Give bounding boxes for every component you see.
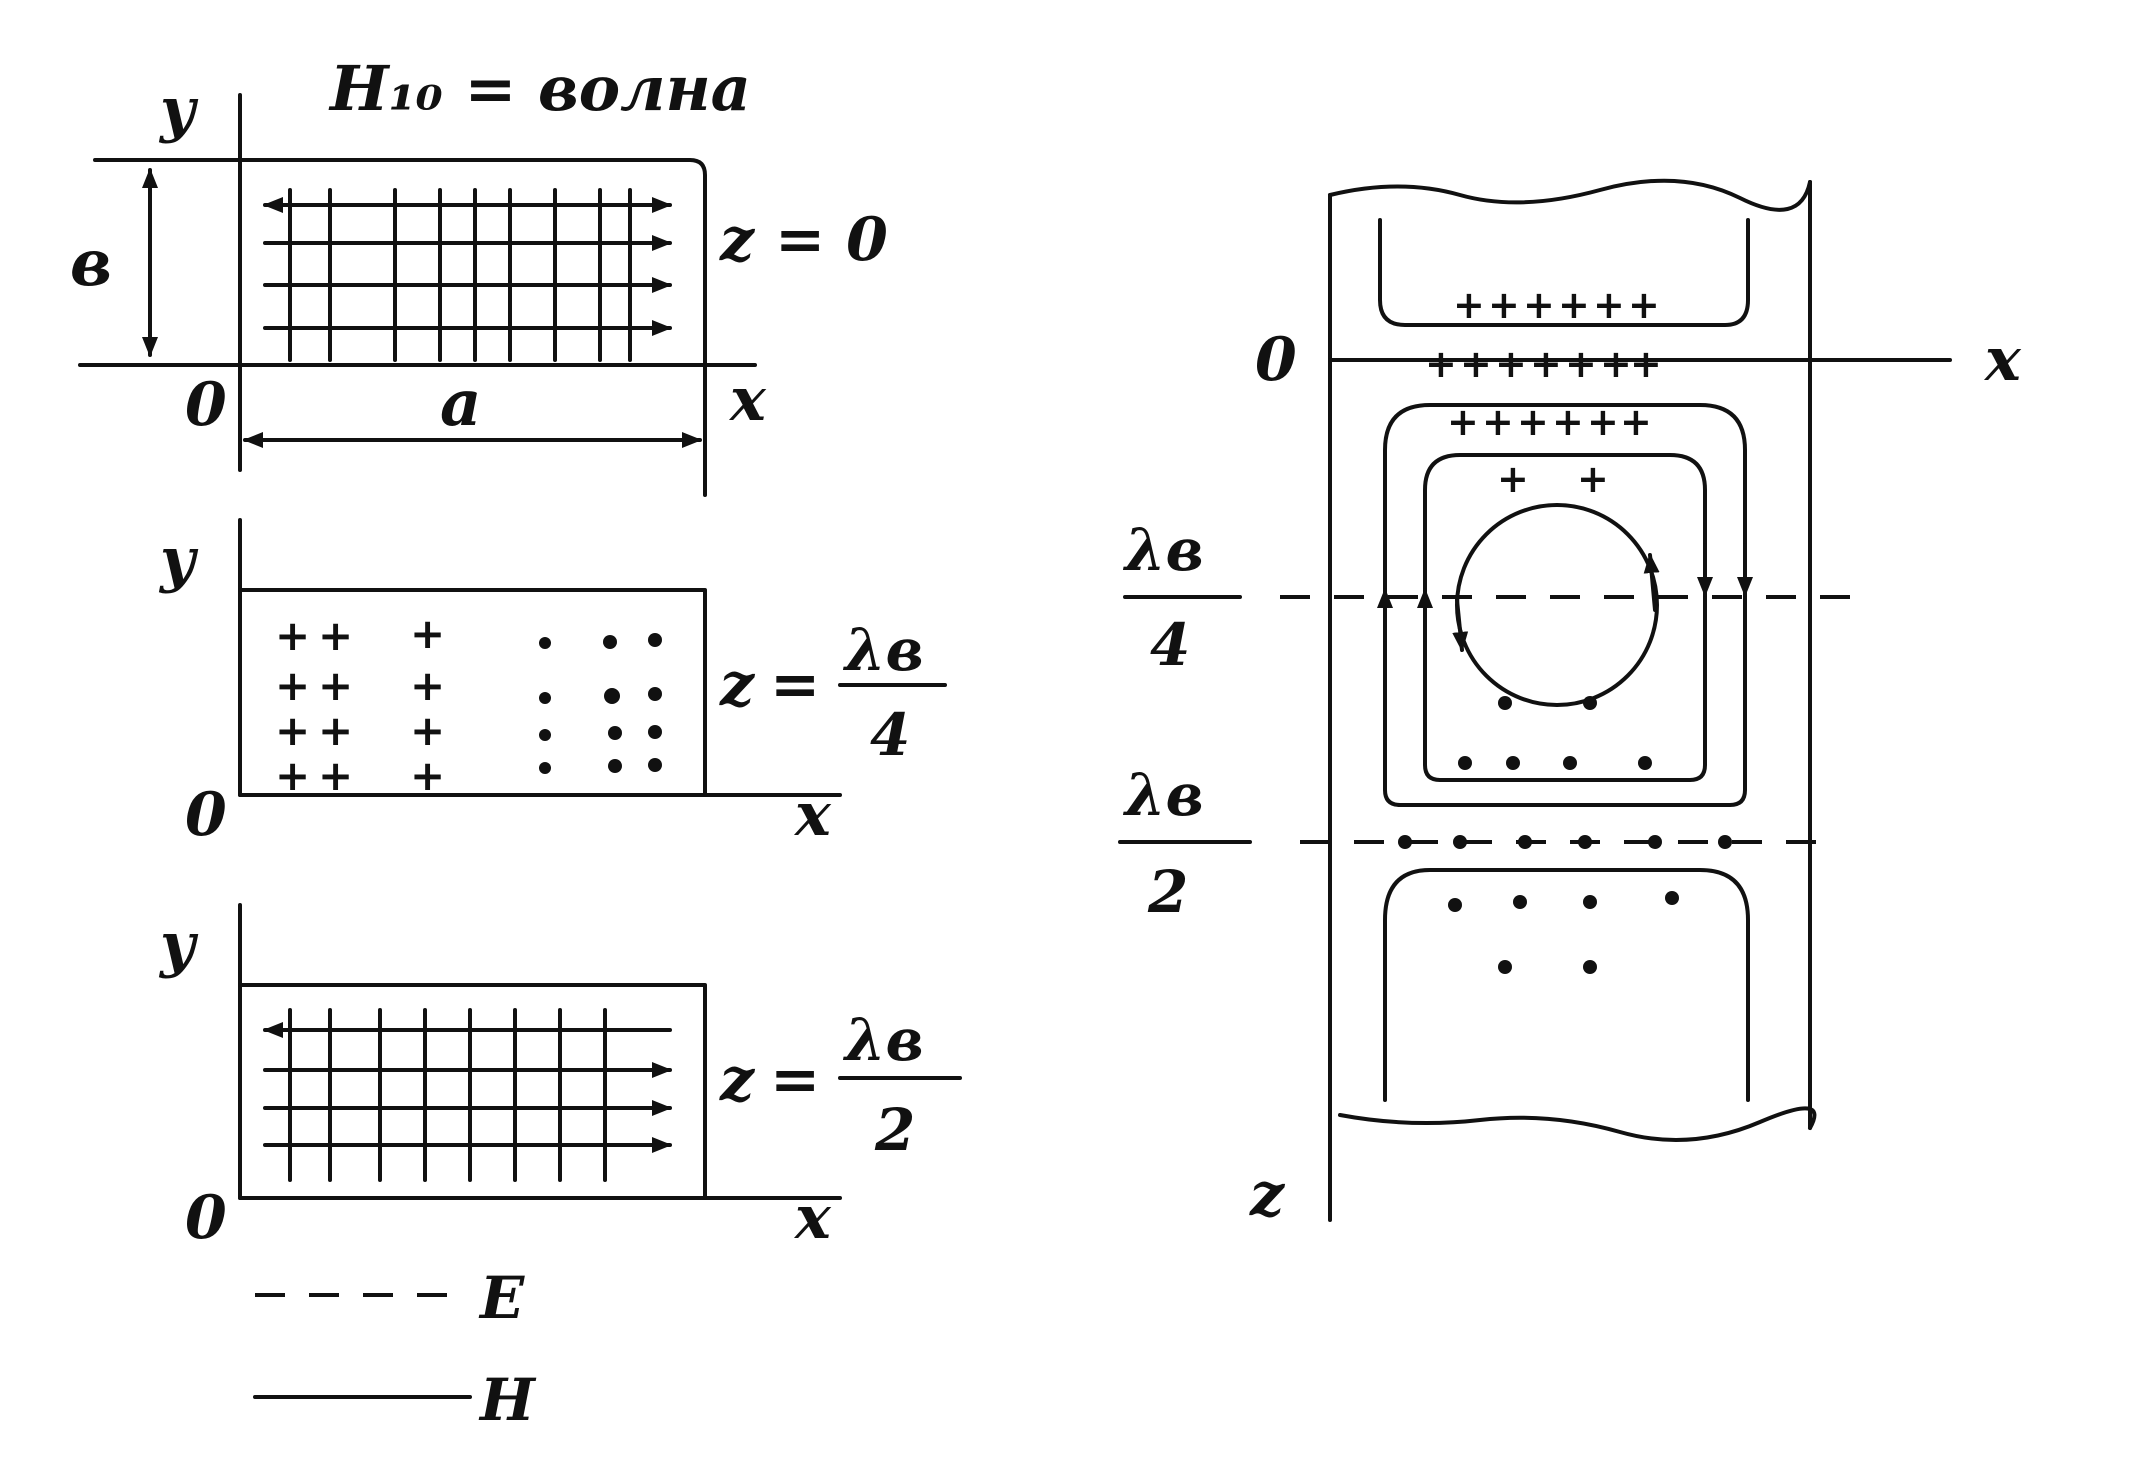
svg-text:+: + — [1600, 342, 1632, 386]
svg-text:4: 4 — [870, 701, 910, 769]
svg-text:+: + — [318, 661, 353, 710]
svg-text:2: 2 — [1147, 858, 1188, 926]
top-loop — [1378, 218, 1750, 327]
svg-text:2: 2 — [874, 1096, 915, 1164]
top-broken-edge — [1328, 178, 1812, 212]
z-axis-label: z — [1249, 1160, 1286, 1230]
svg-text:=: = — [770, 650, 820, 720]
svg-text:+: + — [410, 751, 445, 800]
svg-text:+: + — [410, 661, 445, 710]
svg-text:+: + — [1460, 342, 1492, 386]
svg-text:+: + — [275, 661, 310, 710]
waveguide-wall-3 — [238, 983, 707, 1200]
legend: E H — [253, 1264, 537, 1434]
e-field-verticals-z0 — [288, 188, 632, 362]
y-axis-label-2: y — [158, 525, 199, 595]
svg-text:+: + — [1530, 342, 1562, 386]
quarter-wave-label: λв 4 — [1122, 516, 1242, 679]
y-axis-label-3: y — [158, 910, 199, 980]
z-quarter-label: z = λв 4 — [719, 616, 947, 769]
half-wave-label: λв 2 — [1118, 761, 1252, 926]
svg-text:λв: λв — [842, 616, 924, 684]
e-field-verticals-z-half — [288, 1008, 607, 1182]
x-axis-label-2: x — [793, 780, 832, 850]
svg-text:+: + — [1488, 283, 1520, 327]
legend-e-label: E — [478, 1264, 525, 1332]
dot-charges-right — [1398, 696, 1732, 974]
svg-text:+: + — [1577, 457, 1609, 501]
x-axis-label-3: x — [793, 1183, 832, 1253]
svg-text:+: + — [1517, 400, 1549, 444]
origin-label-right: 0 — [1255, 325, 1297, 395]
svg-text:+: + — [1630, 342, 1662, 386]
diagram-title: H₁₀ = волна — [328, 52, 751, 125]
a-dimension-label: a — [440, 366, 481, 441]
svg-text:+: + — [1482, 400, 1514, 444]
waveguide-wall-1 — [238, 158, 707, 367]
legend-h-label: H — [478, 1366, 537, 1434]
bottom-loop — [1383, 868, 1750, 1102]
longitudinal-view: z x 0 λв 4 λв 2 + + + + — [1118, 178, 2022, 1230]
svg-text:+: + — [275, 751, 310, 800]
svg-text:+: + — [1523, 283, 1555, 327]
h-field-lines-z0 — [263, 197, 672, 336]
svg-text:z: z — [719, 650, 756, 720]
panel-z0: H₁₀ = волна y x 0 в a z = 0 — [70, 52, 888, 497]
svg-text:+: + — [1552, 400, 1584, 444]
svg-text:+: + — [318, 611, 353, 660]
svg-text:+: + — [1593, 283, 1625, 327]
middle-h-loop — [1423, 453, 1707, 782]
svg-text:+: + — [1453, 283, 1485, 327]
inner-loop-arrow-right — [1643, 553, 1660, 612]
svg-text:+: + — [275, 611, 310, 660]
outer-h-loop — [1383, 403, 1747, 807]
svg-text:+: + — [1558, 283, 1590, 327]
dot-charges-2 — [539, 633, 662, 774]
svg-text:+: + — [410, 706, 445, 755]
origin-label-2: 0 — [185, 780, 227, 850]
inner-h-loop — [1455, 503, 1659, 707]
h-field-lines-z-half — [263, 1022, 672, 1153]
svg-text:z: z — [719, 1045, 756, 1115]
y-axis-label-1: y — [158, 75, 199, 145]
inner-loop-arrow-left — [1452, 598, 1469, 652]
z0-label: z = 0 — [719, 205, 888, 275]
svg-text:λв: λв — [1122, 761, 1204, 829]
svg-text:+: + — [1628, 283, 1660, 327]
origin-label-1: 0 — [185, 370, 227, 440]
z-half-label: z = λв 2 — [719, 1006, 962, 1164]
x-axis-label-right: x — [1983, 325, 2022, 395]
plus-charges-2: + + + + + + + + + + + + — [275, 609, 445, 800]
svg-text:+: + — [1587, 400, 1619, 444]
bottom-broken-edge — [1338, 1106, 1817, 1142]
svg-text:+: + — [318, 706, 353, 755]
svg-text:+: + — [1565, 342, 1597, 386]
svg-text:+: + — [1425, 342, 1457, 386]
svg-text:+: + — [1495, 342, 1527, 386]
x-axis-label-1: x — [728, 365, 767, 435]
svg-text:4: 4 — [1150, 611, 1190, 679]
svg-text:+: + — [1620, 400, 1652, 444]
panel-z-half: y x 0 z = λв 2 — [158, 903, 962, 1253]
svg-text:+: + — [275, 706, 310, 755]
plus-charges-right: + + + + + + + + + + + + + + + + + + + + … — [1425, 283, 1662, 501]
origin-label-3: 0 — [185, 1183, 227, 1253]
svg-text:+: + — [318, 751, 353, 800]
svg-text:λв: λв — [842, 1006, 924, 1074]
panel-z-quarter: y x 0 + + + + + + + + + + + + z = λв — [158, 518, 947, 850]
b-dimension-label: в — [70, 226, 112, 301]
waveguide-wall-2 — [238, 588, 707, 797]
svg-text:+: + — [410, 609, 445, 658]
svg-text:+: + — [1447, 400, 1479, 444]
svg-text:λв: λв — [1122, 516, 1204, 584]
svg-text:+: + — [1497, 457, 1529, 501]
svg-text:=: = — [770, 1045, 820, 1115]
